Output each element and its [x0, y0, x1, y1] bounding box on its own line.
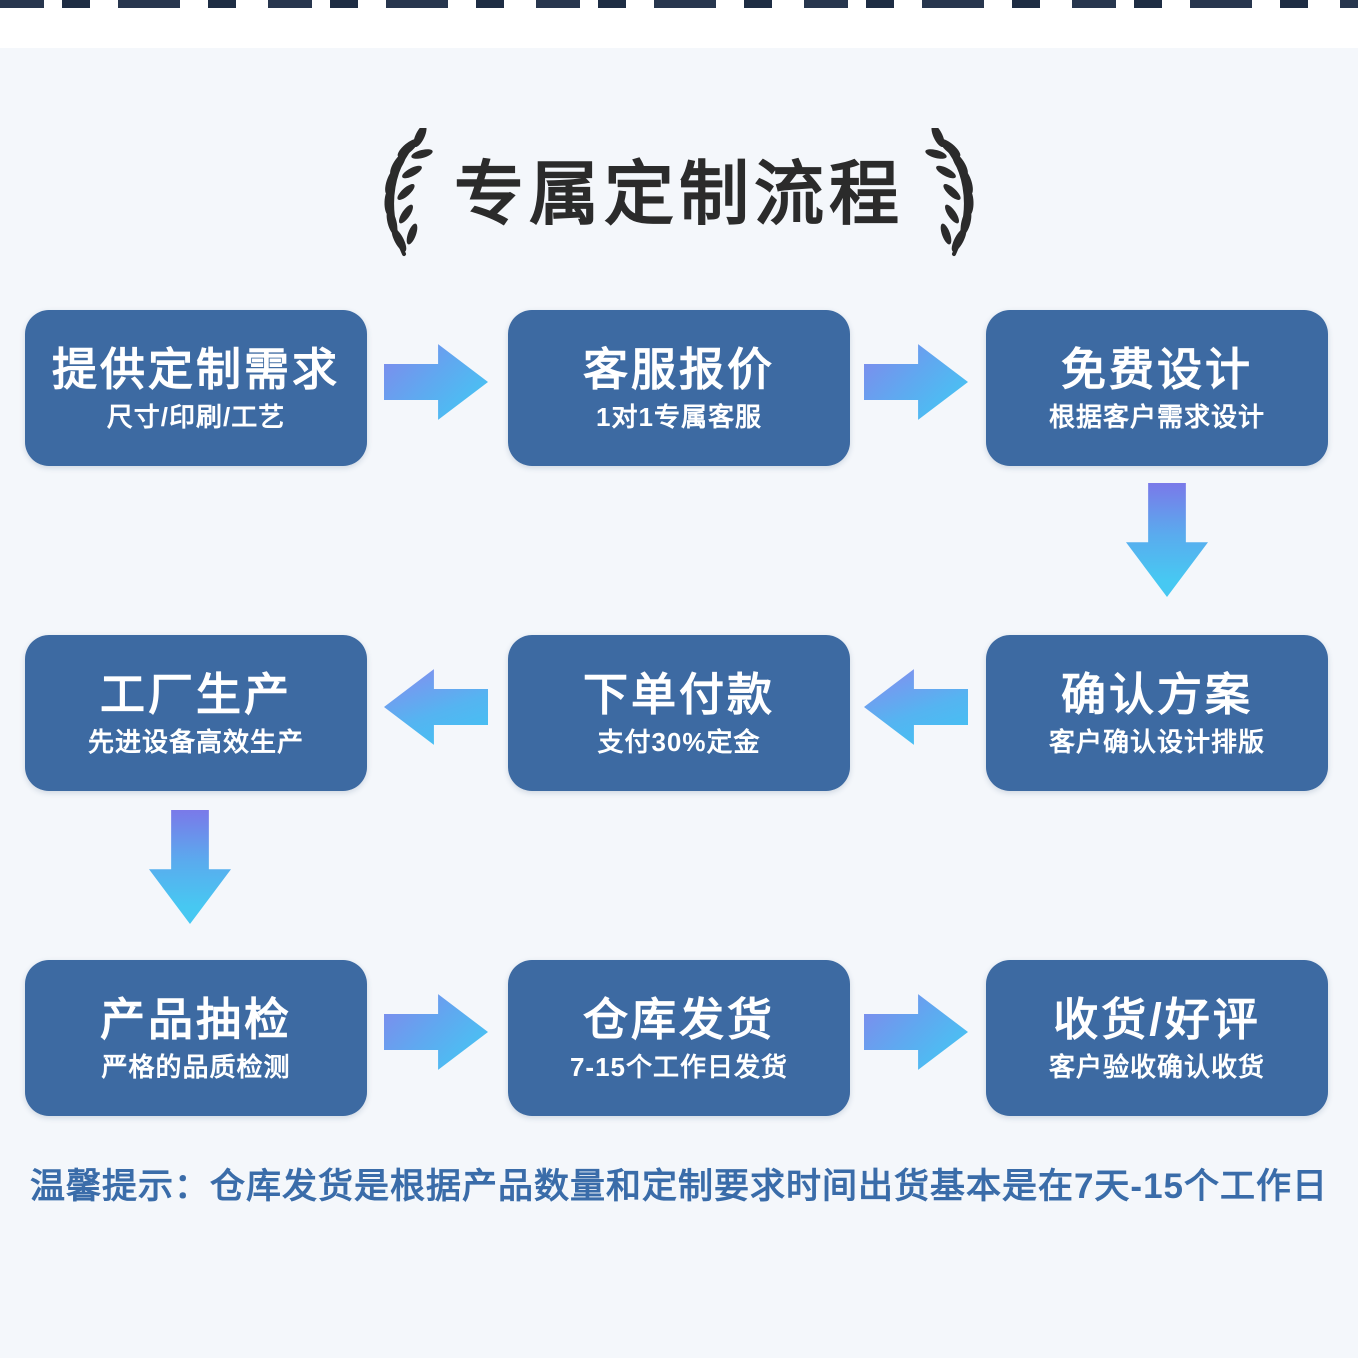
cropped-top-content — [0, 0, 1358, 8]
step-subtitle: 客户确认设计排版 — [1048, 726, 1265, 757]
step-title: 收货/好评 — [1053, 993, 1261, 1045]
step-title: 确认方案 — [1060, 668, 1253, 720]
step-8-warehouse-shipping: 仓库发货 7-15个工作日发货 — [508, 960, 850, 1116]
laurel-left-icon — [384, 128, 433, 256]
step-4-confirm-plan: 确认方案 客户确认设计排版 — [986, 635, 1328, 791]
step-subtitle: 7-15个工作日发货 — [569, 1051, 789, 1082]
step-title: 产品抽检 — [99, 993, 292, 1045]
step-3-free-design: 免费设计 根据客户需求设计 — [986, 310, 1328, 466]
step-2-service-quote: 客服报价 1对1专属客服 — [508, 310, 850, 466]
step-9-receive-review: 收货/好评 客户验收确认收货 — [986, 960, 1328, 1116]
page-title: 专属定制流程 — [454, 155, 904, 233]
step-5-order-payment: 下单付款 支付30%定金 — [508, 635, 850, 791]
step-subtitle: 支付30%定金 — [597, 726, 761, 757]
step-7-product-inspection: 产品抽检 严格的品质检测 — [25, 960, 367, 1116]
step-title: 工厂生产 — [99, 668, 292, 720]
step-subtitle: 严格的品质检测 — [101, 1051, 291, 1082]
step-subtitle: 尺寸/印刷/工艺 — [106, 401, 286, 432]
step-subtitle: 客户验收确认收货 — [1048, 1051, 1265, 1082]
step-title: 免费设计 — [1060, 343, 1253, 395]
step-1-provide-requirements: 提供定制需求 尺寸/印刷/工艺 — [25, 310, 367, 466]
step-title: 客服报价 — [582, 343, 775, 395]
step-subtitle: 根据客户需求设计 — [1048, 401, 1265, 432]
laurel-right-icon — [925, 128, 974, 256]
step-title: 下单付款 — [582, 668, 775, 720]
step-subtitle: 先进设备高效生产 — [87, 726, 304, 757]
step-title: 仓库发货 — [582, 993, 775, 1045]
step-subtitle: 1对1专属客服 — [596, 401, 762, 432]
page-header: 专属定制流程 — [0, 128, 1358, 260]
step-title: 提供定制需求 — [51, 343, 340, 395]
shipping-notice-text: 温馨提示：仓库发货是根据产品数量和定制要求时间出货基本是在7天-15个工作日 — [29, 1167, 1329, 1206]
step-6-factory-production: 工厂生产 先进设备高效生产 — [25, 635, 367, 791]
